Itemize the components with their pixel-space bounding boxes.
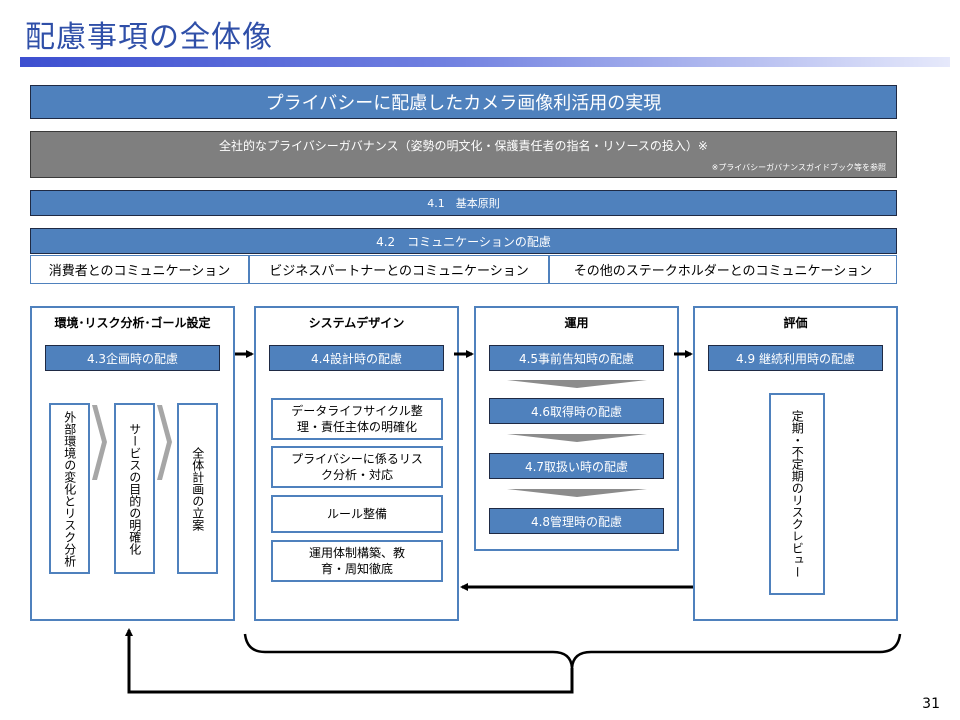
page-title: 配慮事項の全体像	[25, 20, 273, 55]
chevron-down-icon	[507, 380, 647, 388]
governance-note: ※プライバシーガバナンスガイドブック等を参照	[711, 163, 886, 172]
panel-ops-title: 運用	[564, 316, 589, 330]
comm-other-stakeholder: その他のステークホルダーとのコミュニケーション	[549, 255, 897, 284]
brace-icon	[243, 633, 902, 669]
governance-bar: 全社的なプライバシーガバナンス（姿勢の明文化・保護責任者の指名・リソースの投入）…	[30, 131, 897, 178]
data-lifecycle-text: データライフサイクル整理・責任主体の明確化	[291, 403, 423, 434]
handling-box: 4.7取扱い時の配慮	[489, 453, 664, 479]
periodic-risk-review-box: 定期・不定期のリスクレビュー	[769, 393, 825, 595]
panel-evaluation: 評価 4.9 継続利用時の配慮 定期・不定期のリスクレビュー	[693, 306, 898, 621]
panel-design-title: システムデザイン	[308, 316, 405, 330]
chevron-down-icon	[507, 434, 647, 442]
design-consideration-box: 4.4設計時の配慮	[269, 345, 444, 371]
panel-env-risk-goal: 環境･リスク分析･ゴール設定 4.3企画時の配慮 外部環境の変化とリスク分析 サ…	[30, 306, 235, 621]
privacy-risk-text: プライバシーに係るリスク分析・対応	[291, 451, 423, 482]
panel-system-design: システムデザイン 4.4設計時の配慮 データライフサイクル整理・責任主体の明確化…	[254, 306, 459, 621]
loop-back-arrow-icon	[125, 628, 574, 694]
external-env-risk-box: 外部環境の変化とリスク分析	[49, 403, 90, 574]
title-underline	[20, 57, 950, 67]
section-4-2-bar: 4.2 コミュニケーションの配慮	[30, 228, 897, 254]
goal-banner: プライバシーに配慮したカメラ画像利活用の実現	[30, 85, 897, 119]
rule-development-box: ルール整備	[271, 495, 443, 533]
operation-structure-box: 運用体制構築、教育・周知徹底	[271, 540, 443, 582]
continued-use-box: 4.9 継続利用時の配慮	[708, 345, 883, 371]
chevron-down-icon	[507, 489, 647, 497]
panel-env-title: 環境･リスク分析･ゴール設定	[54, 316, 211, 330]
service-purpose-box: サービスの目的の明確化	[114, 403, 155, 574]
prior-notice-box: 4.5事前告知時の配慮	[489, 345, 664, 371]
operation-structure-text: 運用体制構築、教育・周知徹底	[308, 545, 405, 576]
comm-consumer: 消費者とのコミュニケーション	[30, 255, 249, 284]
chevron-right-icon	[157, 405, 172, 480]
overall-plan-box: 全体計画の立案	[177, 403, 218, 574]
comm-business-partner: ビジネスパートナーとのコミュニケーション	[249, 255, 549, 284]
planning-consideration-box: 4.3企画時の配慮	[45, 345, 220, 371]
panel-operation: 運用 4.5事前告知時の配慮 4.6取得時の配慮 4.7取扱い時の配慮 4.8管…	[474, 306, 679, 551]
section-4-1-bar: 4.1 基本原則	[30, 190, 897, 216]
governance-text: 全社的なプライバシーガバナンス（姿勢の明文化・保護責任者の指名・リソースの投入）…	[219, 139, 708, 153]
data-lifecycle-box: データライフサイクル整理・責任主体の明確化	[271, 398, 443, 440]
panel-eval-title: 評価	[783, 316, 808, 330]
page-number: 31	[922, 696, 940, 712]
management-box: 4.8管理時の配慮	[489, 508, 664, 534]
acquisition-box: 4.6取得時の配慮	[489, 398, 664, 424]
privacy-risk-box: プライバシーに係るリスク分析・対応	[271, 446, 443, 488]
chevron-right-icon	[92, 405, 107, 480]
